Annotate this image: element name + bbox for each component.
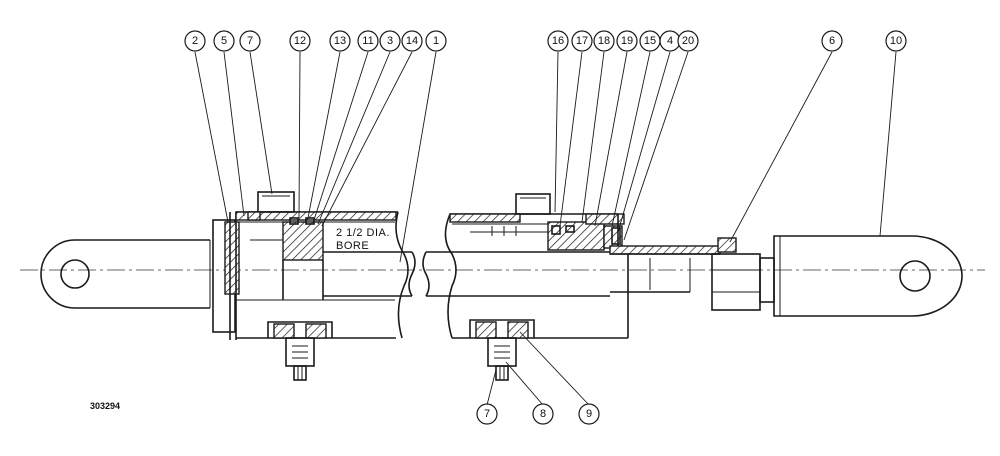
check-valve-right: [469, 319, 535, 381]
callout-18: 18: [593, 30, 615, 52]
svg-text:7: 7: [247, 35, 253, 47]
svg-text:11: 11: [362, 35, 373, 47]
svg-text:7: 7: [484, 408, 490, 420]
port-boss-right: [515, 193, 551, 215]
callout-20: 20: [677, 30, 699, 52]
svg-text:17: 17: [576, 35, 588, 47]
callout-15: 15: [639, 30, 661, 52]
piston-rod-inner: [250, 239, 416, 301]
base-end-cap: [212, 212, 240, 340]
jam-nut: [711, 237, 775, 311]
base-clevis: [40, 239, 211, 309]
leader-lines-bottom: [486, 331, 590, 406]
callout-9: 9: [578, 403, 600, 425]
callout-11: 11: [357, 30, 379, 52]
callout-5: 5: [213, 30, 235, 52]
callout-6: 6: [821, 30, 843, 52]
callout-16: 16: [547, 30, 569, 52]
callout-3: 3: [379, 30, 401, 52]
callout-12: 12: [289, 30, 311, 52]
check-valve-left: [267, 321, 333, 381]
svg-text:5: 5: [221, 35, 227, 47]
leader-lines: [194, 51, 897, 263]
callout-19: 19: [616, 30, 638, 52]
svg-text:6: 6: [829, 35, 835, 47]
callout-17: 17: [571, 30, 593, 52]
callout-8: 8: [532, 403, 554, 425]
bore-label-line2: BORE: [336, 240, 369, 252]
svg-text:3: 3: [387, 35, 393, 47]
svg-text:12: 12: [294, 35, 306, 47]
svg-text:4: 4: [667, 35, 673, 47]
callout-7: 7: [239, 30, 261, 52]
callout-2: 2: [184, 30, 206, 52]
callout-7-bottom: 7: [476, 403, 498, 425]
svg-text:9: 9: [586, 408, 592, 420]
bore-label-line1: 2 1/2 DIA.: [336, 227, 390, 239]
svg-text:1: 1: [433, 35, 439, 47]
svg-text:20: 20: [682, 35, 694, 47]
svg-text:19: 19: [621, 35, 633, 47]
port-boss-left: [247, 191, 295, 221]
svg-text:2: 2: [192, 35, 198, 47]
callout-10: 10: [885, 30, 907, 52]
piston-rod-outer: [422, 251, 610, 297]
rod-gland: [470, 213, 629, 338]
document-number: 303294: [90, 401, 120, 411]
callout-13: 13: [329, 30, 351, 52]
rod-end-clevis: [773, 235, 963, 317]
svg-text:14: 14: [406, 35, 418, 47]
svg-text:8: 8: [540, 408, 546, 420]
piston: [282, 217, 324, 300]
svg-text:18: 18: [598, 35, 610, 47]
callout-1: 1: [425, 30, 447, 52]
callout-14: 14: [401, 30, 423, 52]
callout-bubbles-top: 2 5 7 12 13 11 3 14 1 16 17 18 19 15 4 2…: [184, 30, 907, 52]
svg-text:13: 13: [334, 35, 346, 47]
callout-4: 4: [659, 30, 681, 52]
svg-text:15: 15: [644, 35, 656, 47]
rod-extension: [609, 245, 721, 293]
callout-bubbles-bottom: 7 8 9: [476, 403, 600, 425]
svg-text:16: 16: [552, 35, 564, 47]
svg-text:10: 10: [890, 35, 902, 47]
